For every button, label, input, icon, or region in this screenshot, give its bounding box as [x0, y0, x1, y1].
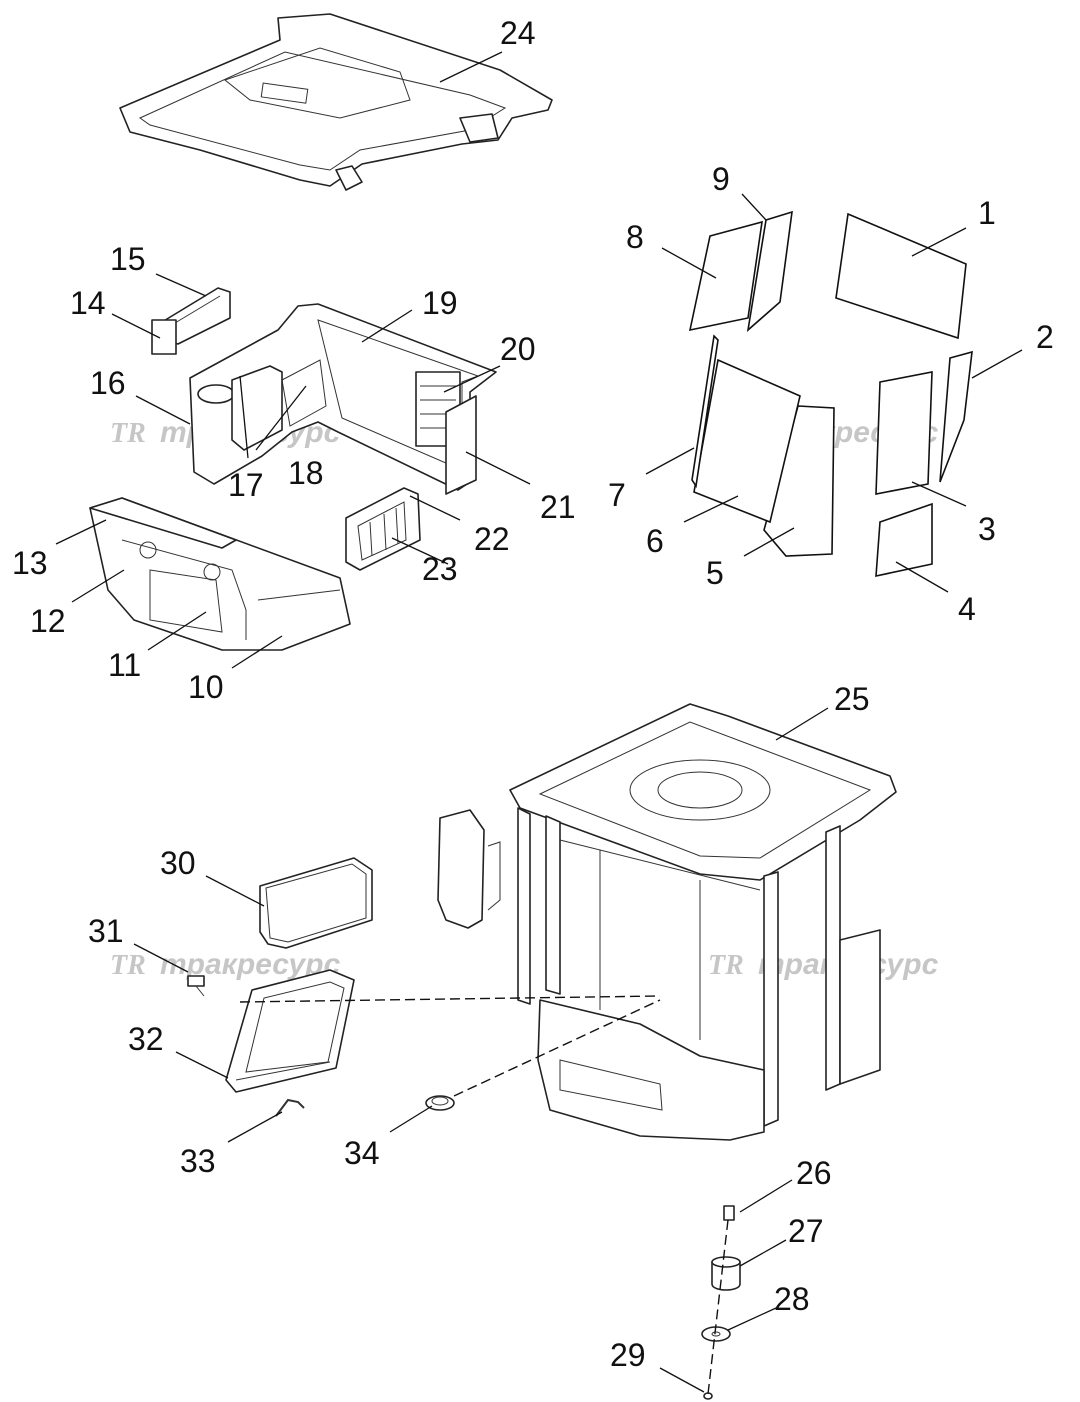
part-17-console — [231, 365, 283, 451]
assembly-line-32-to-cab — [239, 995, 661, 1003]
watermark-4: TR тракресурс — [708, 948, 939, 981]
callout-33: 33 — [180, 1143, 216, 1179]
callout-8: 8 — [626, 219, 644, 255]
callout-4: 4 — [958, 591, 976, 627]
callout-31: 31 — [88, 913, 124, 949]
callout-16: 16 — [90, 365, 126, 401]
callout-28: 28 — [774, 1281, 810, 1317]
callout-3: 3 — [978, 511, 996, 547]
callout-11: 11 — [108, 647, 141, 683]
part-16-speaker-housing — [197, 384, 235, 404]
callout-32: 32 — [128, 1021, 164, 1057]
part-13-top-rail — [89, 497, 237, 549]
callout-27: 27 — [788, 1213, 824, 1249]
callout-21: 21 — [540, 489, 576, 525]
part-7-glass — [691, 334, 719, 489]
part-31-bolt — [187, 975, 205, 997]
callout-25: 25 — [834, 681, 870, 717]
part-29-nut — [703, 1392, 713, 1400]
callout-24: 24 — [500, 15, 536, 51]
callout-30: 30 — [160, 845, 196, 881]
watermark-logo: TR — [110, 950, 146, 981]
callout-17: 17 — [228, 467, 264, 503]
callout-5: 5 — [706, 555, 724, 591]
callout-13: 13 — [12, 545, 48, 581]
callout-2: 2 — [1036, 319, 1054, 355]
part-8-glass — [688, 220, 763, 332]
assembly-line-34-to-cab — [453, 999, 661, 1097]
callout-26: 26 — [796, 1155, 832, 1191]
callout-1: 1 — [978, 195, 996, 231]
callout-18: 18 — [288, 455, 324, 491]
part-3-glass — [875, 371, 933, 495]
part-27-rubber-mount — [711, 1256, 741, 1291]
part-1-glass — [835, 212, 967, 340]
watermark-logo: TR — [110, 418, 146, 449]
watermark-logo: TR — [708, 950, 744, 981]
part-22-vent-frame — [345, 487, 421, 571]
callout-numbers: 1 2 3 4 5 6 7 8 9 10 11 12 13 14 15 16 1… — [12, 15, 1054, 1373]
callout-19: 19 — [422, 285, 458, 321]
callout-15: 15 — [110, 241, 146, 277]
callout-34: 34 — [344, 1135, 380, 1171]
callout-12: 12 — [30, 603, 66, 639]
part-26-bolt — [723, 1205, 735, 1221]
leader-lines — [55, 51, 1023, 1393]
part-23-vent-louver — [357, 501, 407, 561]
part-24-roof-headliner — [119, 13, 553, 191]
part-30-seal — [259, 857, 373, 949]
part-11-console-cover — [149, 569, 223, 633]
callout-7: 7 — [608, 477, 626, 513]
part-32-hatch — [225, 969, 355, 1093]
callout-6: 6 — [646, 523, 664, 559]
part-21-cover — [445, 395, 477, 495]
part-12-side-cover — [139, 541, 221, 581]
callout-29: 29 — [610, 1337, 646, 1373]
watermark-3: TR тракресурс — [110, 948, 341, 981]
part-4-glass — [875, 502, 933, 578]
part-14-clip — [151, 319, 177, 355]
callout-23: 23 — [422, 551, 458, 587]
callout-14: 14 — [70, 285, 106, 321]
part-9-glass — [746, 210, 793, 333]
callout-20: 20 — [500, 331, 536, 367]
callout-10: 10 — [188, 669, 224, 705]
part-33-clip — [275, 1098, 305, 1117]
part-34-plug — [425, 1095, 455, 1111]
callout-9: 9 — [712, 161, 730, 197]
part-25-cab-frame — [437, 703, 897, 1141]
part-2-glass — [939, 350, 973, 483]
assembly-line-mount-stack — [707, 1219, 729, 1395]
callout-22: 22 — [474, 521, 510, 557]
